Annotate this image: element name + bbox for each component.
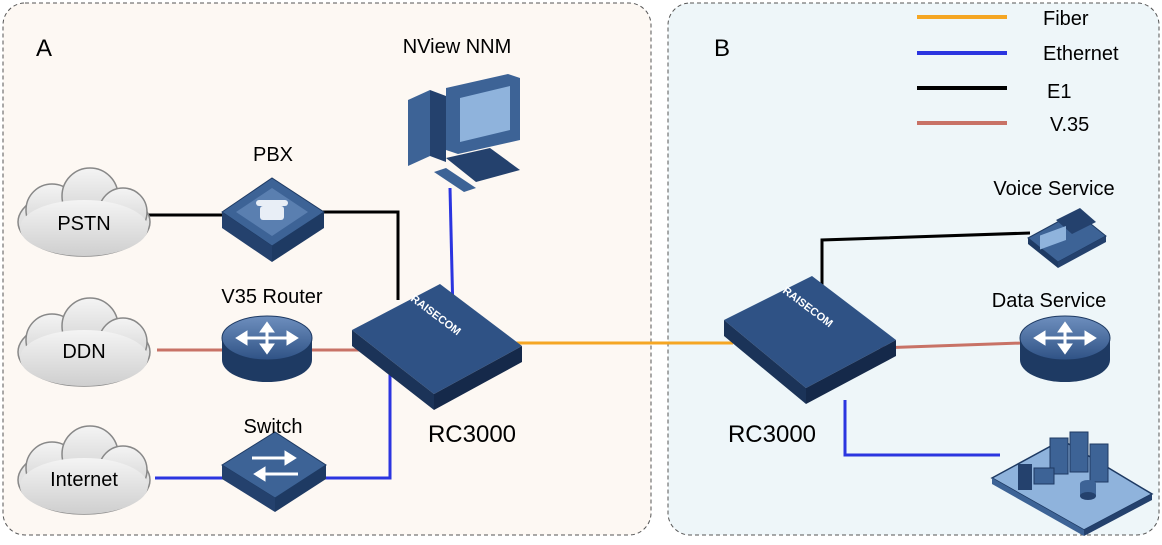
cloud-label-internet: Internet [50,469,118,491]
legend-item-fiber: Fiber [917,8,1089,30]
phone-icon [1040,208,1096,250]
rc3000-a: RAISECOM RC3000 [352,284,522,448]
cloud-label-pstn: PSTN [57,213,110,235]
pbx-label: PBX [253,144,293,166]
rc3000-b-label: RC3000 [728,421,816,448]
zone-b-label: B [714,35,730,62]
pbx-device: PBX [221,144,325,262]
link-e1-rc3000b-voice [820,231,1031,300]
switch-label: Switch [244,416,303,438]
nms-label: NView NNM [403,36,512,58]
keyboard [434,168,476,192]
rc3000-b: RAISECOM RC3000 [724,276,896,448]
zone-a-label: A [36,35,52,62]
legend-label-v35: V.35 [1050,114,1089,136]
router-arrows-icon [1033,321,1097,355]
cloud-pstn: PSTN [17,167,151,257]
legend-label-fiber: Fiber [1043,8,1089,30]
legend: Fiber Ethernet E1 V.35 [917,8,1119,136]
switch-arrows-icon [252,450,298,482]
link-eth-rc3000b-datacenter [843,400,1000,457]
nms-screen [460,86,510,142]
router-label: V35 Router [221,286,323,308]
link-v35-rc3000b-data [879,341,1023,350]
rc3000-a-top [352,284,522,394]
legend-item-v35: V.35 [917,114,1089,136]
link-eth-switch-rc3000 [318,372,392,480]
nms-tower [408,90,430,166]
cloud-icon [17,425,151,515]
link-e1-pbx-rc3000 [312,210,400,300]
rc3000-a-label: RC3000 [428,421,516,448]
cloud-icon [17,167,151,257]
zone-b [667,2,1160,536]
rc3000-b-top [724,276,896,388]
nms-workstation: NView NNM [403,36,520,192]
data-center [990,431,1154,536]
cloud-internet: Internet [17,425,151,515]
router-arrows-icon [235,321,299,355]
legend-label-ethernet: Ethernet [1043,43,1119,65]
database-icon [1080,480,1096,500]
links [145,187,1031,480]
voice-service-label: Voice Service [993,178,1114,200]
cloud-icon [17,297,151,387]
data-service-label: Data Service [992,290,1107,312]
computer-icon [1018,464,1055,490]
switch-device: Switch [221,416,327,512]
server-rack-icon [1049,431,1109,483]
legend-label-e1: E1 [1047,81,1071,103]
cloud-label-ddn: DDN [62,341,105,363]
phone-icon [256,200,288,220]
legend-item-ethernet: Ethernet [917,43,1119,65]
router-device: V35 Router [221,286,323,382]
data-service-device: Data Service [992,290,1111,382]
voice-service-device: Voice Service [993,178,1115,268]
cloud-ddn: DDN [17,297,151,387]
legend-item-e1: E1 [917,81,1071,103]
